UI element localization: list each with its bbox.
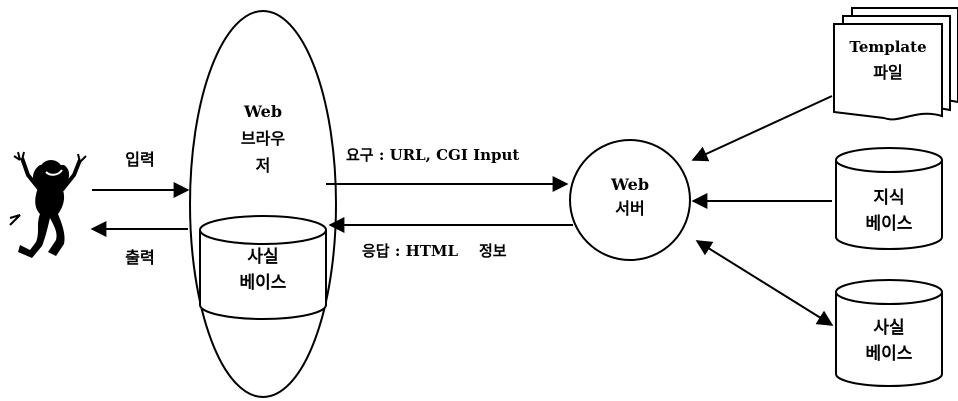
server-subtitle: 서버 xyxy=(615,199,644,218)
output-label: 출력 xyxy=(125,248,154,267)
template-file-icon xyxy=(833,7,958,121)
server-fact-db-arrow xyxy=(695,240,834,326)
fact-database-icon xyxy=(835,279,943,387)
fact-db-line2: 베이스 xyxy=(866,344,913,364)
response-label: 응답 : HTML 정보 xyxy=(362,242,507,260)
template-subtitle: 파일 xyxy=(873,63,902,82)
browser-title: Web xyxy=(243,102,282,121)
browser-db-line1: 사실 xyxy=(247,247,278,267)
browser-db-line2: 베이스 xyxy=(240,273,287,293)
fact-db-line1: 사실 xyxy=(873,318,904,338)
input-label: 입력 xyxy=(125,150,154,169)
knowledge-db-line2: 베이스 xyxy=(866,214,913,234)
knowledge-database-icon xyxy=(835,147,943,250)
browser-fact-database-icon xyxy=(199,215,327,320)
knowledge-db-line1: 지식 xyxy=(873,188,904,208)
request-label: 요구 : URL, CGI Input xyxy=(346,146,519,164)
template-title: Template xyxy=(849,38,926,56)
browser-line2: 저 xyxy=(256,156,271,175)
template-to-server-arrow xyxy=(691,95,833,162)
server-title: Web xyxy=(610,175,649,194)
browser-line1: 브라우 xyxy=(241,129,285,148)
web-server-circle xyxy=(569,139,691,261)
web-browser-ellipse xyxy=(189,10,337,398)
user-figure-icon xyxy=(9,151,87,258)
